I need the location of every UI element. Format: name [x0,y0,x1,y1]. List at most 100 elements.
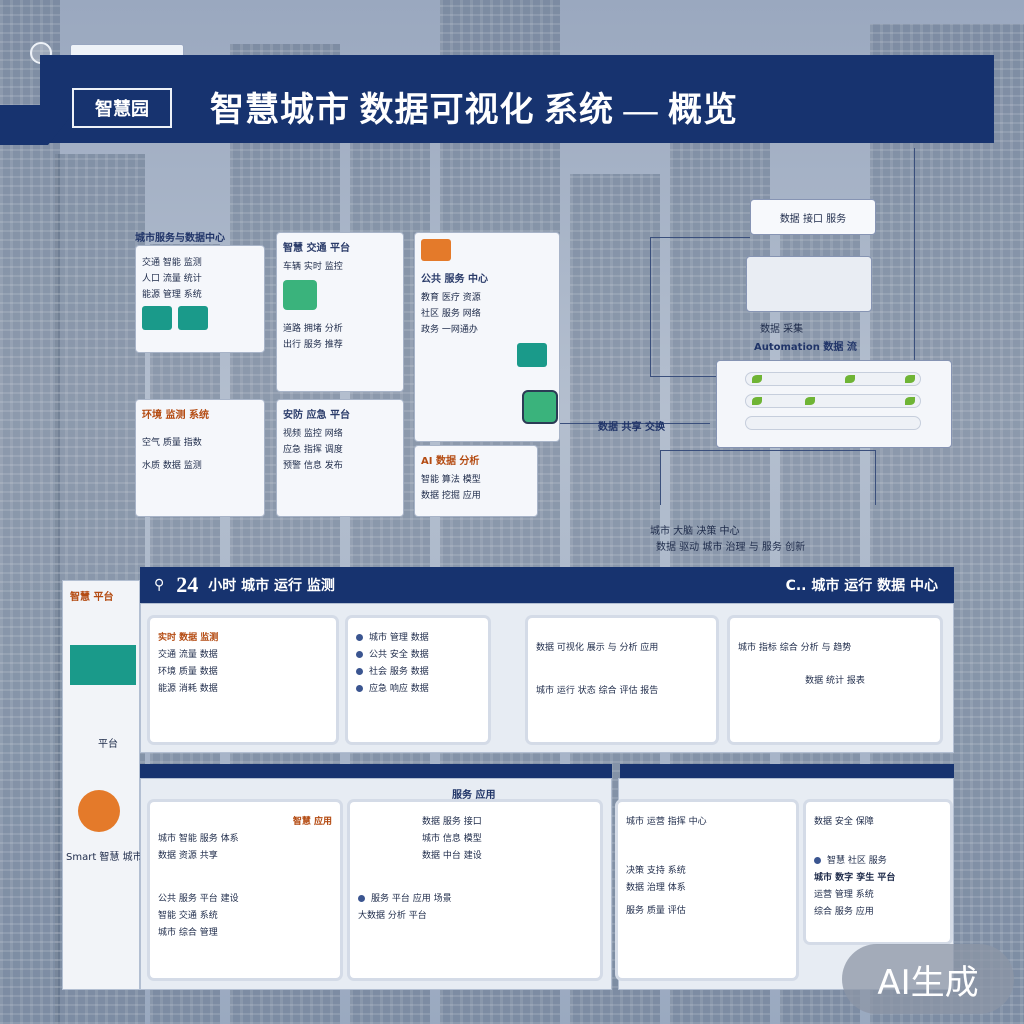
box-line: 数据 安全 保障 [814,817,874,827]
card-security[interactable]: 安防 应急 平台 视频 监控 网络 应急 指挥 调度 预警 信息 发布 [276,399,404,517]
box-line: 应急 响应 数据 [369,684,429,694]
green-map-icon [283,280,317,310]
card-line: 水质 数据 监测 [142,461,202,471]
card-line: 预警 信息 发布 [283,461,343,471]
box-head: 实时 数据 监测 [158,633,219,643]
sidebar-caption: Smart 智慧 城市 [66,852,143,863]
orange-mascot-icon [78,790,120,832]
section1-title: 小时 城市 运行 监测 [208,578,335,594]
leaf-icon [752,397,762,405]
box-line: 数据 治理 体系 [626,883,686,893]
card-line: 社区 服务 网络 [421,309,481,319]
box-line: 城市 指标 综合 分析 与 趋势 [738,643,852,653]
box-line: 能源 消耗 数据 [158,684,218,694]
leaf-icon [845,375,855,383]
left-sidebar [62,580,140,990]
box-line: 数据 服务 接口 [422,817,482,827]
card-line: 智能 算法 模型 [421,475,481,485]
bullet-icon [356,634,363,641]
sidebar-map-image [70,645,136,685]
green-app-icon [522,390,558,424]
card-line: 人口 流量 统计 [142,274,202,284]
card-title: AI 数据 分析 [421,456,480,467]
leaf-icon [805,397,815,405]
flow-row [745,394,921,408]
flow-label: Automation 数据 流 [754,342,857,353]
card-traffic[interactable]: 智慧 交通 平台 车辆 实时 监控 道路 拥堵 分析 出行 服务 推荐 [276,232,404,392]
box-line: 智慧 社区 服务 [827,856,887,866]
operation-box[interactable]: 城市 运营 指挥 中心 决策 支持 系统 数据 治理 体系 服务 质量 评估 [618,802,796,978]
connector-line [914,148,915,360]
card-line: 能源 管理 系统 [142,290,202,300]
connector-line [660,450,661,505]
box-line: 城市 综合 管理 [158,928,218,938]
box-line: 综合 服务 应用 [814,907,874,917]
box-line: 环境 质量 数据 [158,667,218,677]
visualization-box[interactable]: 数据 可视化 展示 与 分析 应用 城市 运行 状态 综合 评估 报告 [528,618,716,742]
connector-line [560,423,710,424]
box-line: 公共 安全 数据 [369,650,429,660]
section1-right-title: C.. 城市 运行 数据 中心 [785,578,938,594]
card-line: 数据 挖掘 应用 [421,491,481,501]
box-line: 运营 管理 系统 [814,890,874,900]
pin-icon: ⚲ [154,577,165,593]
sidebar-small: 平台 [98,739,118,750]
connector-line [660,450,875,451]
page-title: 智慧城市 数据可视化 系统 — 概览 [210,92,738,129]
service-box[interactable]: 数据 服务 接口 城市 信息 模型 数据 中台 建设 服务 平台 应用 场景 大… [350,802,600,978]
bullet-icon [814,857,821,864]
box-line: 数据 中台 建设 [422,851,482,861]
app-box[interactable]: 智慧 应用 城市 智能 服务 体系 数据 资源 共享 公共 服务 平台 建设 智… [150,802,340,978]
device-panel [746,256,872,312]
box-line: 城市 运营 指挥 中心 [626,817,707,827]
bullet-icon [356,685,363,692]
callout-interface[interactable]: 数据 接口 服务 [750,199,876,235]
leaf-icon [752,375,762,383]
connector-line [650,376,745,377]
orange-photo-icon [421,239,451,261]
box-line: 服务 质量 评估 [626,906,686,916]
connector-line [650,237,750,238]
security-box[interactable]: 数据 安全 保障 智慧 社区 服务 城市 数字 孪生 平台 运营 管理 系统 综… [806,802,950,942]
ai-generated-watermark: AI生成 [842,944,1014,1014]
monitor-box[interactable]: 实时 数据 监测 交通 流量 数据 环境 质量 数据 能源 消耗 数据 [150,618,336,742]
card-title: 环境 监测 系统 [142,410,209,421]
card-line: 空气 质量 指数 [142,438,202,448]
card-line: 视频 监控 网络 [283,429,343,439]
box-line: 决策 支持 系统 [626,866,686,876]
connector-line [650,237,651,377]
section2-header-right [620,764,954,778]
bullet-icon [356,651,363,658]
box-line: 社会 服务 数据 [369,667,429,677]
card-city-service[interactable]: 交通 智能 监测 人口 流量 统计 能源 管理 系统 [135,245,265,353]
section1-number: 24 [176,572,199,597]
sidebar-title: 智慧 平台 [70,592,114,603]
card-title: 智慧 交通 平台 [283,243,350,254]
bottom-label: 数据 驱动 城市 治理 与 服务 创新 [656,542,806,553]
card-line: 道路 拥堵 分析 [283,324,343,334]
flow-row [745,416,921,430]
leaf-icon [905,397,915,405]
card-title: 公共 服务 中心 [421,274,488,285]
section2-header-left [140,764,612,778]
card-line: 政务 一网通办 [421,325,478,335]
card-environment[interactable]: 环境 监测 系统 空气 质量 指数 水质 数据 监测 [135,399,265,517]
box-line: 城市 管理 数据 [369,633,429,643]
card-line: 应急 指挥 调度 [283,445,343,455]
card-ai-analysis[interactable]: AI 数据 分析 智能 算法 模型 数据 挖掘 应用 [414,445,538,517]
card-line: 车辆 实时 监控 [283,262,343,272]
data-list-box[interactable]: 城市 管理 数据 公共 安全 数据 社会 服务 数据 应急 响应 数据 [348,618,488,742]
section1-header: ⚲ 24 小时 城市 运行 监测 C.. 城市 运行 数据 中心 [140,567,954,603]
box-line: 大数据 分析 平台 [358,911,427,921]
leaf-icon [905,375,915,383]
box-line: 数据 统计 报表 [805,676,865,686]
flow-row [745,372,921,386]
box-line: 服务 平台 应用 场景 [371,894,452,904]
box-line: 城市 数字 孪生 平台 [814,873,896,883]
header-banner [40,55,994,143]
teal-icon [142,306,172,330]
indicator-box[interactable]: 城市 指标 综合 分析 与 趋势 数据 统计 报表 [730,618,940,742]
box-line: 城市 智能 服务 体系 [158,834,239,844]
device-label: 数据 采集 [760,324,804,335]
side-label: 数据 共享 交换 [598,422,665,433]
